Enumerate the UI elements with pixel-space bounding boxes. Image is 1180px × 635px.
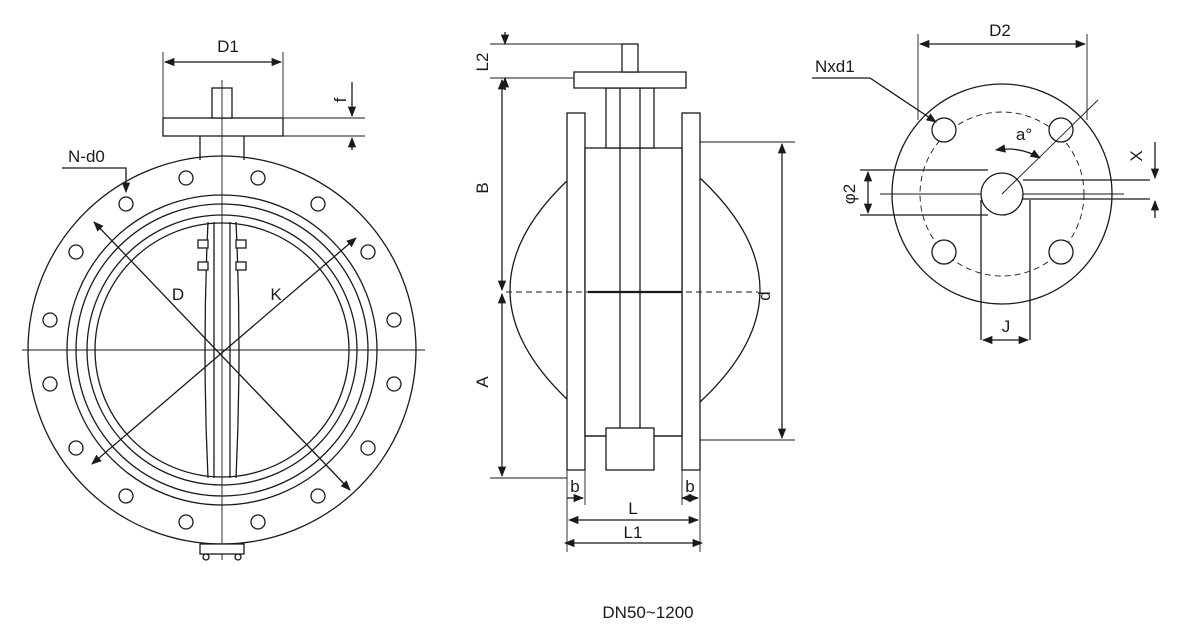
bolt-hole bbox=[118, 488, 134, 504]
bolt-holes bbox=[42, 170, 402, 530]
label-b-left: b bbox=[570, 477, 579, 496]
label-d: D bbox=[172, 285, 184, 304]
label-l: L bbox=[628, 499, 637, 518]
disc-pin bbox=[235, 239, 247, 249]
k-dimension-line bbox=[91, 237, 357, 465]
left-flange bbox=[566, 112, 586, 471]
label-d-small: d bbox=[755, 291, 774, 300]
angle-arc bbox=[994, 144, 1041, 159]
side-stem-top bbox=[621, 43, 639, 73]
seat-ring bbox=[75, 203, 369, 497]
bolt-hole bbox=[178, 170, 194, 186]
disc-pin bbox=[235, 261, 247, 271]
label-l2: L2 bbox=[473, 53, 492, 72]
label-b-right: b bbox=[685, 477, 694, 496]
bolt-hole bbox=[42, 312, 58, 328]
bolt-hole bbox=[178, 514, 194, 530]
stem-housing bbox=[605, 87, 655, 149]
label-k: K bbox=[270, 285, 282, 304]
flange-bolt-hole bbox=[931, 117, 957, 143]
label-b-upper: B bbox=[473, 182, 492, 193]
bottom-bolt bbox=[202, 553, 210, 561]
bolt-hole bbox=[42, 376, 58, 392]
bottom-housing bbox=[605, 427, 655, 471]
disc-bulge-right bbox=[699, 177, 761, 403]
bolt-hole bbox=[360, 440, 376, 456]
label-phi2: φ2 bbox=[840, 184, 859, 204]
disc-pin bbox=[197, 239, 209, 249]
disc-pin bbox=[197, 261, 209, 271]
label-a: A bbox=[473, 376, 492, 388]
bolt-hole bbox=[68, 440, 84, 456]
bottom-bolt bbox=[234, 553, 242, 561]
label-d2: D2 bbox=[989, 21, 1011, 40]
side-view: L2 B A d b b L L1 bbox=[473, 32, 795, 552]
label-l1: L1 bbox=[624, 523, 643, 542]
bolt-hole bbox=[250, 514, 266, 530]
top-mounting-pad bbox=[162, 117, 284, 137]
n-d0-leader bbox=[62, 167, 131, 194]
flange-bolt-hole bbox=[1048, 117, 1074, 143]
bolt-hole bbox=[310, 196, 326, 212]
flange-bolt-hole bbox=[1048, 239, 1074, 265]
bottom-plug bbox=[199, 543, 245, 555]
bolt-hole bbox=[310, 488, 326, 504]
nxd1-leader bbox=[812, 77, 937, 123]
flange-inner-ring bbox=[66, 194, 378, 506]
disc-bulge-left bbox=[509, 177, 571, 403]
bolt-hole bbox=[360, 244, 376, 260]
side-top-pad bbox=[573, 71, 687, 89]
label-j: J bbox=[1002, 317, 1011, 336]
label-f: f bbox=[331, 97, 350, 102]
bolt-hole bbox=[386, 312, 402, 328]
top-flange-view: a° D2 Nxd1 X φ2 J bbox=[812, 21, 1160, 345]
label-x: X bbox=[1127, 150, 1146, 161]
bolt-hole bbox=[250, 170, 266, 186]
bolt-hole bbox=[118, 196, 134, 212]
front-view: D1 f N-d0 D K bbox=[22, 37, 425, 561]
right-flange bbox=[681, 112, 701, 471]
flange-bolt-hole bbox=[931, 239, 957, 265]
label-d1: D1 bbox=[217, 37, 239, 56]
drawing-caption: DN50~1200 bbox=[602, 603, 693, 622]
bolt-hole bbox=[68, 244, 84, 260]
label-angle: a° bbox=[1016, 125, 1032, 144]
label-n-d0: N-d0 bbox=[68, 147, 105, 166]
bolt-hole bbox=[386, 376, 402, 392]
label-nxd1: Nxd1 bbox=[815, 57, 855, 76]
angle-ref-line bbox=[1001, 99, 1099, 195]
